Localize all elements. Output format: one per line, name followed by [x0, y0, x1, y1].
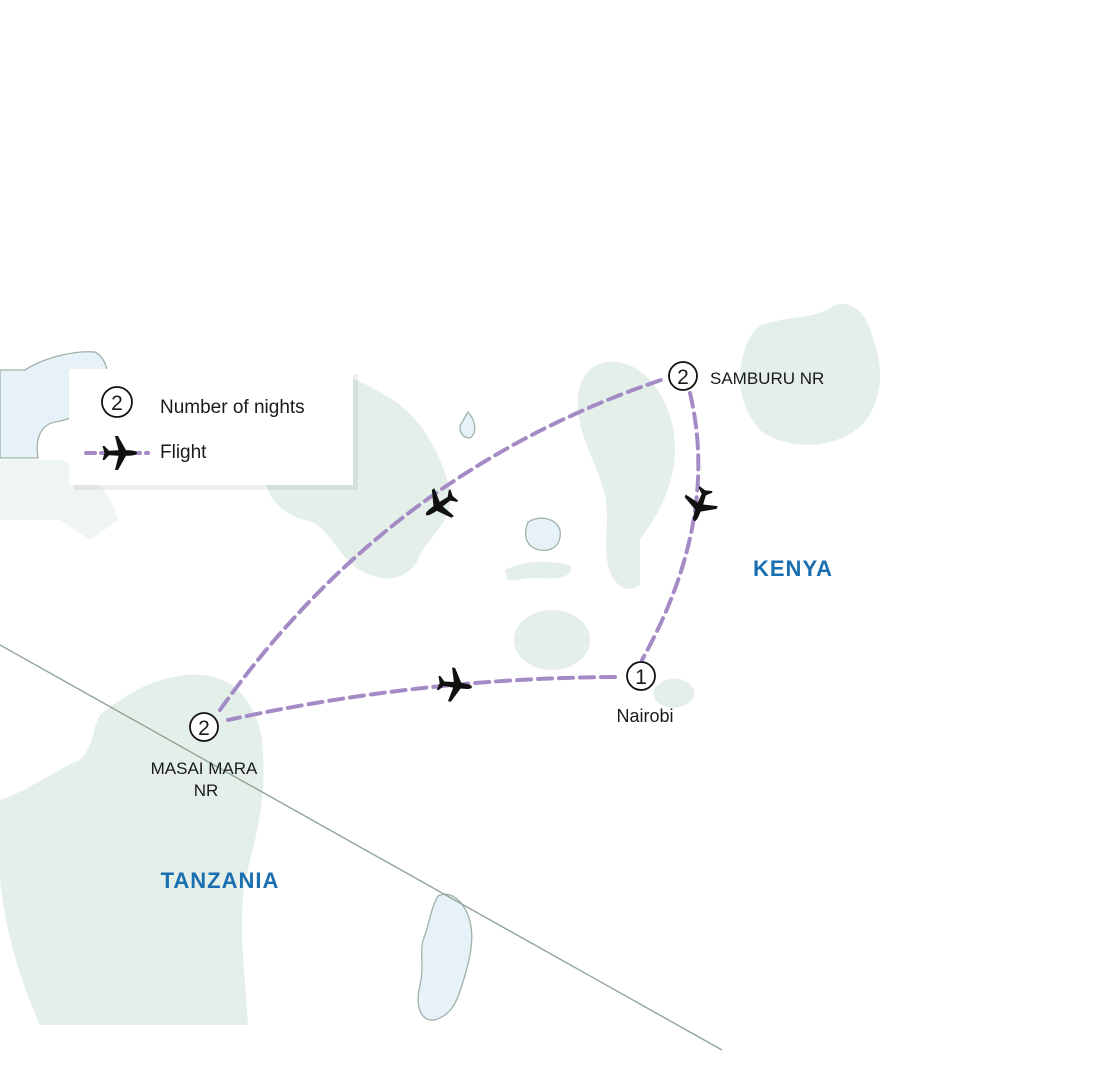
country-border — [0, 644, 723, 1051]
plane-icon — [435, 665, 474, 704]
nights-count: 1 — [635, 666, 647, 689]
lake-small-north — [459, 410, 476, 439]
legend-flight-icon — [84, 436, 150, 470]
country-label-tanzania: TANZANIA — [161, 868, 280, 893]
stop-marker-nairobi[interactable]: 1 Nairobi — [616, 661, 674, 726]
svg-text:2: 2 — [111, 392, 123, 415]
country-label-kenya: KENYA — [753, 556, 833, 581]
route-nairobi-to-masai-mara — [226, 675, 617, 722]
stop-label-line2: NR — [194, 781, 219, 800]
land-hill-nairobi-west — [514, 610, 590, 670]
land-masai-mara — [0, 674, 264, 1025]
nights-count: 2 — [677, 366, 689, 389]
lake-natron — [417, 893, 473, 1021]
land-central-north — [577, 361, 676, 589]
stop-label: MASAI MARA — [151, 759, 258, 778]
legend: 2 Number of nights Flight — [69, 369, 358, 490]
land-strip — [505, 561, 572, 581]
legend-flight-label: Flight — [160, 442, 207, 463]
nights-count: 2 — [198, 717, 210, 740]
legend-box — [69, 369, 353, 485]
nights-circle-icon: 2 — [101, 386, 133, 418]
land-samburu-east — [739, 304, 881, 445]
flight-routes — [218, 376, 701, 722]
route-samburu-to-nairobi — [640, 391, 701, 662]
plane-icon — [678, 482, 722, 527]
stop-marker-samburu[interactable]: 2 SAMBURU NR — [668, 361, 824, 391]
route-masai-mara-to-samburu — [218, 376, 669, 712]
land-nairobi-patch — [653, 678, 695, 708]
lake-central — [525, 517, 561, 551]
legend-nights-label: Number of nights — [160, 397, 305, 418]
stop-marker-masai-mara[interactable]: 2 MASAI MARA NR — [151, 712, 258, 800]
stop-label: Nairobi — [616, 706, 673, 726]
stop-label: SAMBURU NR — [710, 369, 824, 388]
